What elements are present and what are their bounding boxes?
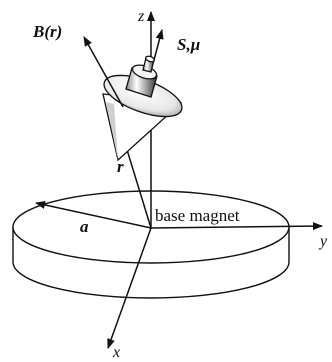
y-axis-arrow	[150, 222, 323, 231]
radius-arrow	[35, 201, 152, 229]
magnetic-field-arrow	[83, 36, 124, 108]
radius-label: a	[80, 217, 89, 236]
spin-moment-label: S,μ	[177, 35, 200, 54]
spin-vector-arrow	[153, 29, 164, 61]
spinning-top	[102, 55, 183, 162]
x-axis-arrow	[107, 227, 152, 349]
magnetic-field-label: B(r)	[32, 22, 62, 41]
z-axis-label: z	[137, 8, 145, 25]
x-axis-label: x	[112, 344, 120, 361]
y-axis-label: y	[318, 233, 328, 250]
base-magnet-label: base magnet	[155, 206, 240, 225]
position-vector-label: r	[117, 157, 124, 176]
